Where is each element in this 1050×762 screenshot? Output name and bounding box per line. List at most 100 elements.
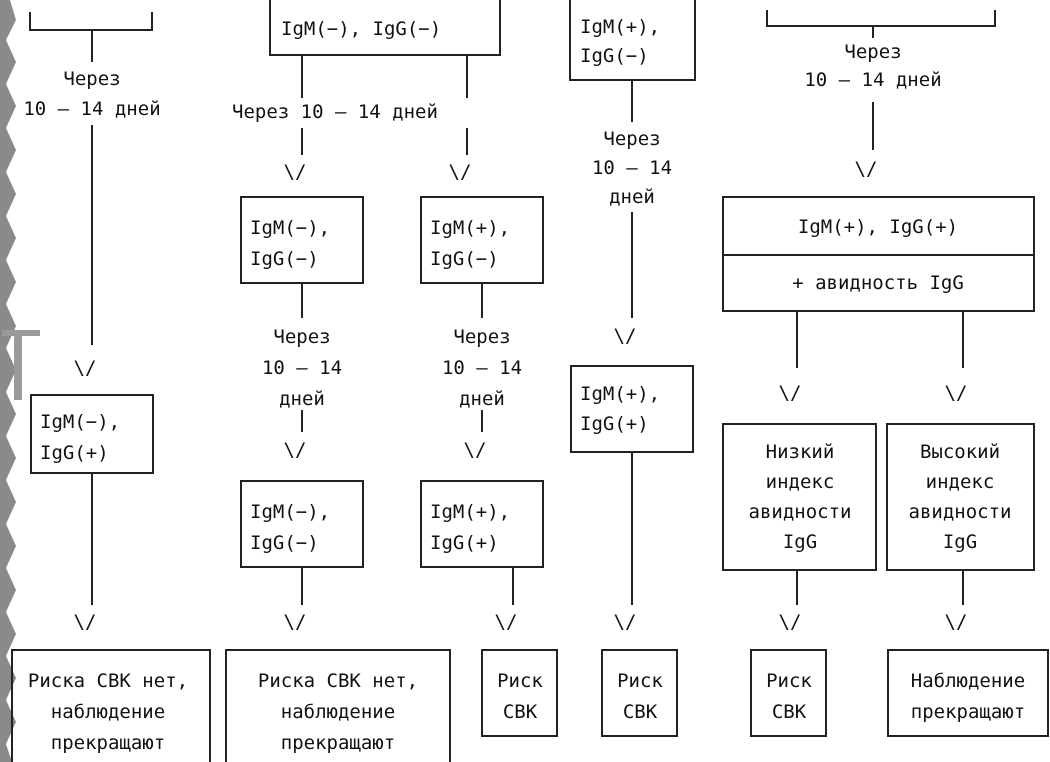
result-box-igm-pos-igg-neg xyxy=(420,196,544,284)
arrow-down: \/ xyxy=(614,325,637,347)
text-line: IgM(−), IgG(−) xyxy=(281,18,441,40)
text-line: Риск xyxy=(766,670,812,692)
text-line: прекращают xyxy=(911,701,1025,723)
arrow-down: \/ xyxy=(855,158,878,180)
text-line: СВК xyxy=(503,701,538,723)
interval-label-col3: Через 10 – 14 дней xyxy=(592,128,672,208)
result-label: IgM(−),IgG(−) xyxy=(250,217,330,270)
outcome-box-col4b xyxy=(887,649,1049,737)
result-label: IgM(+), IgG(+) xyxy=(798,216,958,238)
result-label: IgM(−), IgG(−) xyxy=(281,18,441,40)
text-line: Риск xyxy=(497,670,543,692)
text-line: дней xyxy=(279,388,325,410)
outcome-box-col1 xyxy=(11,649,211,762)
text-line: IgG(+) xyxy=(580,413,649,435)
arrow-down: \/ xyxy=(614,611,637,633)
arrow-down: \/ xyxy=(74,611,97,633)
arrow-down: \/ xyxy=(495,611,518,633)
text-line: СВК xyxy=(623,701,658,723)
text-line: Риска СВК нет, xyxy=(28,670,188,692)
arrow-down: \/ xyxy=(945,382,968,404)
text-line: Низкий xyxy=(766,441,835,463)
text-line: 10 – 14 xyxy=(442,357,522,379)
result-label: IgM(−), IgG(+) xyxy=(40,411,120,464)
arrow-down: \/ xyxy=(945,611,968,633)
text-line: авидности xyxy=(749,501,852,523)
result-box-igm-pos-igg-neg-top xyxy=(569,0,696,81)
text-line: индекс xyxy=(926,471,995,493)
text-line: прекращают xyxy=(51,732,165,754)
text-line: IgM(−), xyxy=(40,411,120,433)
result-label: IgM(+), IgG(+) xyxy=(430,501,510,554)
column-2: IgM(−), IgG(−) Через 10 – 14 дней \/ \/ … xyxy=(225,0,558,762)
avidity-test-label: + авидность IgG xyxy=(792,272,964,294)
text-line: Высокий xyxy=(920,441,1000,463)
column-1: Через 10 – 14 дней \/ IgM(−), IgG(+) \/ Ри… xyxy=(11,12,211,762)
arrow-down: \/ xyxy=(74,357,97,379)
text-line: IgG(+) xyxy=(40,442,109,464)
arrow-down: \/ xyxy=(779,382,802,404)
text-line: Риска СВК нет, xyxy=(258,670,418,692)
arrow-down: \/ xyxy=(284,439,307,461)
arrow-down: \/ xyxy=(464,439,487,461)
text-line: Через xyxy=(603,128,660,150)
interval-label-col1: Через 10 – 14 дней xyxy=(23,68,160,120)
text-line: дней xyxy=(459,388,505,410)
text-line: дней xyxy=(609,186,655,208)
arrow-down: \/ xyxy=(779,611,802,633)
text-line: IgM(−), xyxy=(250,217,330,239)
result-box-igm-pos-igg-pos xyxy=(420,480,544,568)
text-line: наблюдение xyxy=(281,701,395,723)
text-line: IgG(−) xyxy=(430,248,499,270)
text-line: IgG xyxy=(943,531,977,553)
text-line: IgG(+) xyxy=(430,532,499,554)
text-line: 10 – 14 xyxy=(262,357,342,379)
text-line: индекс xyxy=(766,471,835,493)
arrow-down: \/ xyxy=(284,611,307,633)
text-line: Через 10 – 14 дней xyxy=(232,101,438,123)
bracket-top-col1 xyxy=(29,12,153,31)
result-label: IgM(+), IgG(+) xyxy=(580,383,660,435)
text-line: 10 – 14 xyxy=(592,157,672,179)
outcome-label: Риска СВК нет, наблюдение прекращают xyxy=(258,670,418,754)
outcome-box-col4a xyxy=(750,649,827,737)
text-line: Риск xyxy=(617,670,663,692)
text-line: Наблюдение xyxy=(911,670,1025,692)
result-box-igm-neg-igg-neg-top xyxy=(269,0,501,56)
result-box-igm-pos-igg-pos-col3 xyxy=(570,365,694,453)
result-box-igm-neg-igg-neg-repeat xyxy=(240,480,364,568)
result-label: IgM(+), IgG(−) xyxy=(580,16,660,67)
text-line: IgM(+), xyxy=(430,501,510,523)
arrow-down: \/ xyxy=(449,161,472,183)
text-line: IgG(−) xyxy=(580,45,649,67)
text-line: Через xyxy=(63,68,120,90)
text-line: прекращают xyxy=(281,732,395,754)
outcome-box-col2b xyxy=(481,649,558,737)
bracket-top-col4 xyxy=(766,10,996,27)
text-line: IgG xyxy=(783,531,817,553)
outcome-label: Наблюдение прекращают xyxy=(911,670,1025,723)
result-label: IgM(−),IgG(−) xyxy=(250,501,330,554)
text-line: IgM(+), xyxy=(430,217,510,239)
text-line: авидности xyxy=(909,501,1012,523)
text-line: наблюдение xyxy=(51,701,165,723)
low-avidity-box xyxy=(722,423,877,571)
result-box-igm-neg-igg-neg xyxy=(240,196,364,284)
text-line: IgM(+), xyxy=(580,383,660,405)
text-line: IgM(+), xyxy=(580,16,660,38)
outcome-box-col3 xyxy=(601,649,678,737)
arrow-down: \/ xyxy=(284,161,307,183)
result-label: IgM(+), IgG(−) xyxy=(430,217,510,270)
text-line: 10 – 14 дней xyxy=(23,98,160,120)
text-line: СВК xyxy=(772,701,807,723)
